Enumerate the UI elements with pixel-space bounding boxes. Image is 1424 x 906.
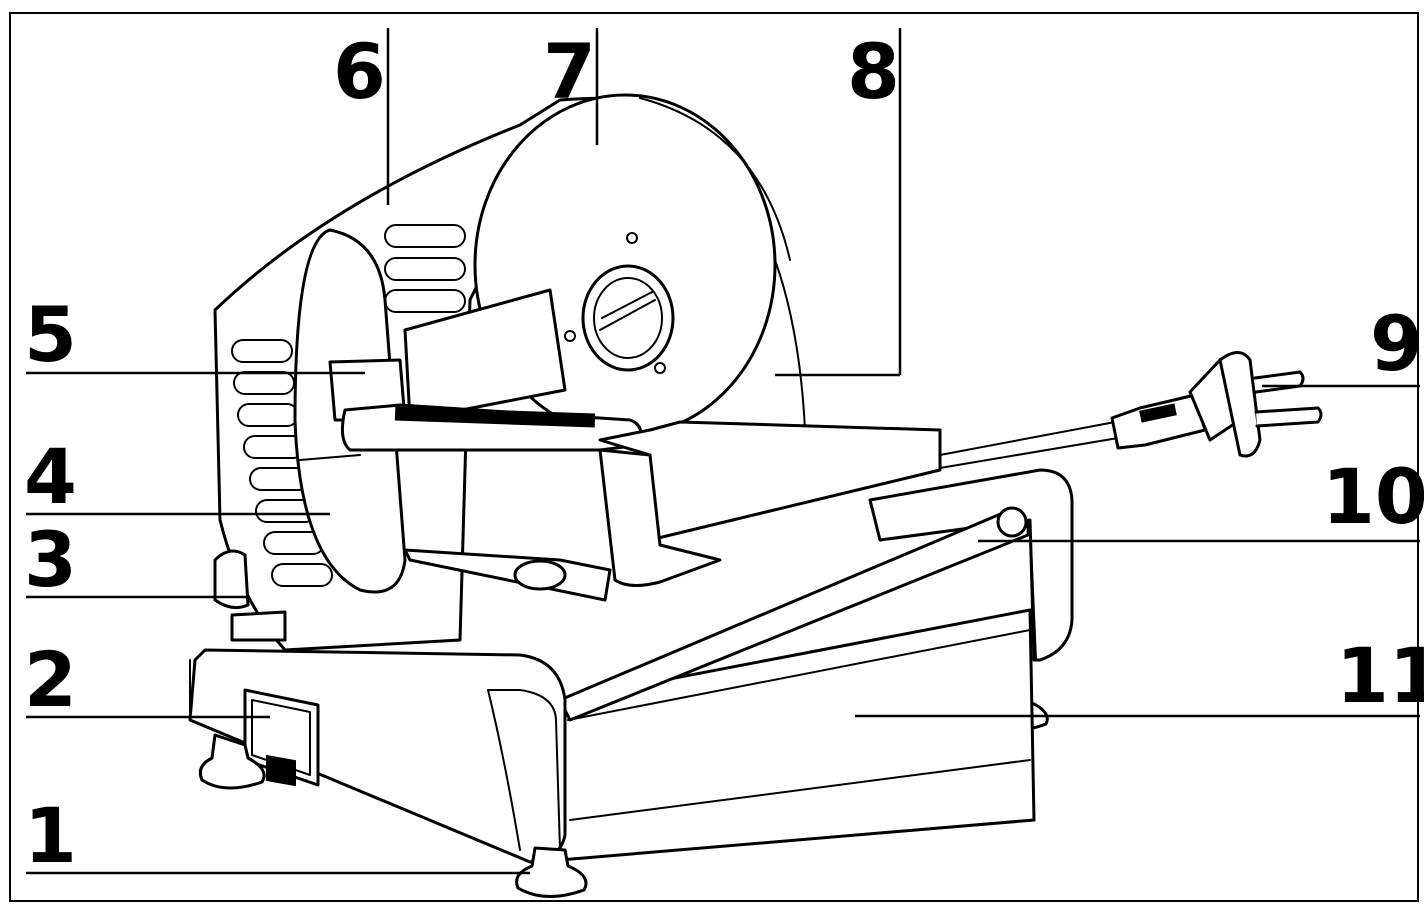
callout-5: 5 [24,290,77,379]
callout-7: 7 [543,27,596,116]
power-cord [939,351,1323,469]
diagram-frame [9,12,1419,902]
callout-6: 6 [333,27,386,116]
foot-front-center [515,846,588,899]
thickness-knob [213,549,287,642]
foot-front-left [198,733,266,790]
food-carriage [340,288,942,602]
slicer-illustration [188,93,1323,899]
callout-2: 2 [24,635,77,724]
base-housing [558,468,1074,862]
callout-11: 11 [1336,631,1424,720]
callout-3: 3 [24,515,77,604]
callout-10: 10 [1322,452,1424,541]
callout-8: 8 [847,27,900,116]
callout-9: 9 [1370,299,1423,388]
callout-4: 4 [24,432,77,521]
callout-numbers: 1 2 3 4 5 6 7 8 9 10 11 [24,27,1424,880]
leader-lines [26,28,1420,875]
callout-1: 1 [24,791,77,880]
